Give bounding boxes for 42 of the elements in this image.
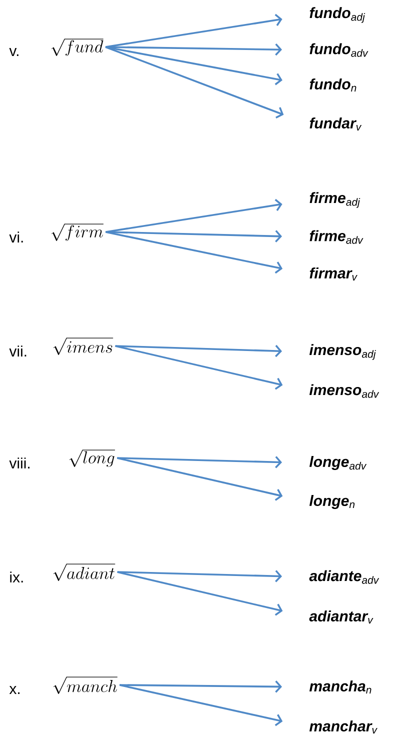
arrow [117,456,282,468]
word-form: firme$_{adj}$ [310,192,360,208]
word-form: fundar$_{v}$ [310,118,362,131]
root-formula: $\sqrt{imens}$ [53,338,114,355]
arrow [119,684,283,726]
word-form: firmar$_{v}$ [310,268,358,281]
item-number: x. [9,686,20,694]
word-form: longe$_{n}$ [309,495,355,509]
word-form: adiantar$_{v}$ [309,610,374,624]
arrow [106,198,282,233]
word-form: imenso$_{adv}$ [309,384,380,398]
item-number: ix. [10,572,23,582]
word-form: adiante$_{adv}$ [309,570,380,584]
arrow [106,230,282,242]
item-number: v. [9,48,18,56]
word-form: imenso$_{adj}$ [309,344,376,360]
arrow [105,14,282,48]
arrow [117,571,283,616]
root-formula: $\sqrt{manch}$ [53,676,118,694]
item-number: vi. [9,232,23,242]
word-form: fundo$_{adj}$ [310,7,366,23]
arrow [105,231,283,274]
arrow [115,344,282,358]
arrow [120,680,282,693]
root-formula: $\sqrt{firm}$ [51,224,104,241]
arrow [116,457,283,501]
item-number: vii. [9,346,26,356]
word-form: fundo$_{adv}$ [310,43,368,57]
arrow [105,46,282,86]
arrow [117,570,282,582]
item-number: viii. [9,458,30,468]
word-form: firme$_{adv}$ [310,230,364,244]
word-form: longe$_{adv}$ [309,456,367,470]
root-formula: $\sqrt{fund}$ [51,38,104,56]
word-form: mancha$_{n}$ [309,680,372,694]
arrow [105,46,284,118]
word-form: manchar$_{v}$ [309,720,378,734]
arrow [106,43,282,56]
root-formula: $\sqrt{adiant}$ [53,564,116,581]
arrow [115,345,283,390]
root-formula: $\sqrt{long}$ [69,450,115,467]
word-form: fundo$_{n}$ [310,78,356,92]
